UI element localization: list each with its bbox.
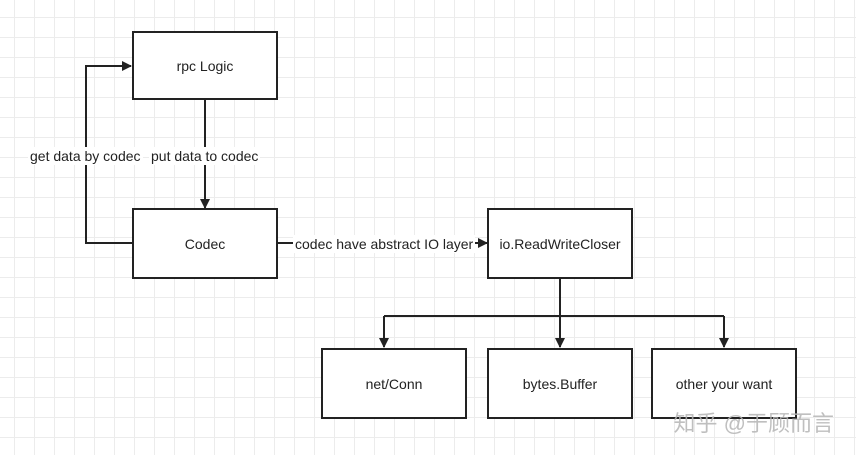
edge-label-put-data: put data to codec [149, 147, 261, 165]
watermark: 知乎 @于顾而言 [673, 411, 834, 436]
edge-label-abstract-io: codec have abstract IO layer [293, 235, 476, 253]
node-other-your-want[interactable]: other your want [651, 348, 797, 419]
edge-label-get-data: get data by codec [28, 147, 143, 165]
node-codec-label: Codec [184, 235, 226, 252]
node-bytes-buffer-label: bytes.Buffer [522, 375, 598, 392]
node-net-conn-label: net/Conn [365, 375, 423, 392]
node-io-readwritecloser-label: io.ReadWriteCloser [499, 235, 621, 252]
node-io-readwritecloser[interactable]: io.ReadWriteCloser [487, 208, 633, 279]
node-bytes-buffer[interactable]: bytes.Buffer [487, 348, 633, 419]
node-other-your-want-label: other your want [675, 375, 773, 392]
node-rpc-logic[interactable]: rpc Logic [132, 31, 278, 100]
node-codec[interactable]: Codec [132, 208, 278, 279]
node-net-conn[interactable]: net/Conn [321, 348, 467, 419]
node-rpc-logic-label: rpc Logic [176, 57, 234, 74]
